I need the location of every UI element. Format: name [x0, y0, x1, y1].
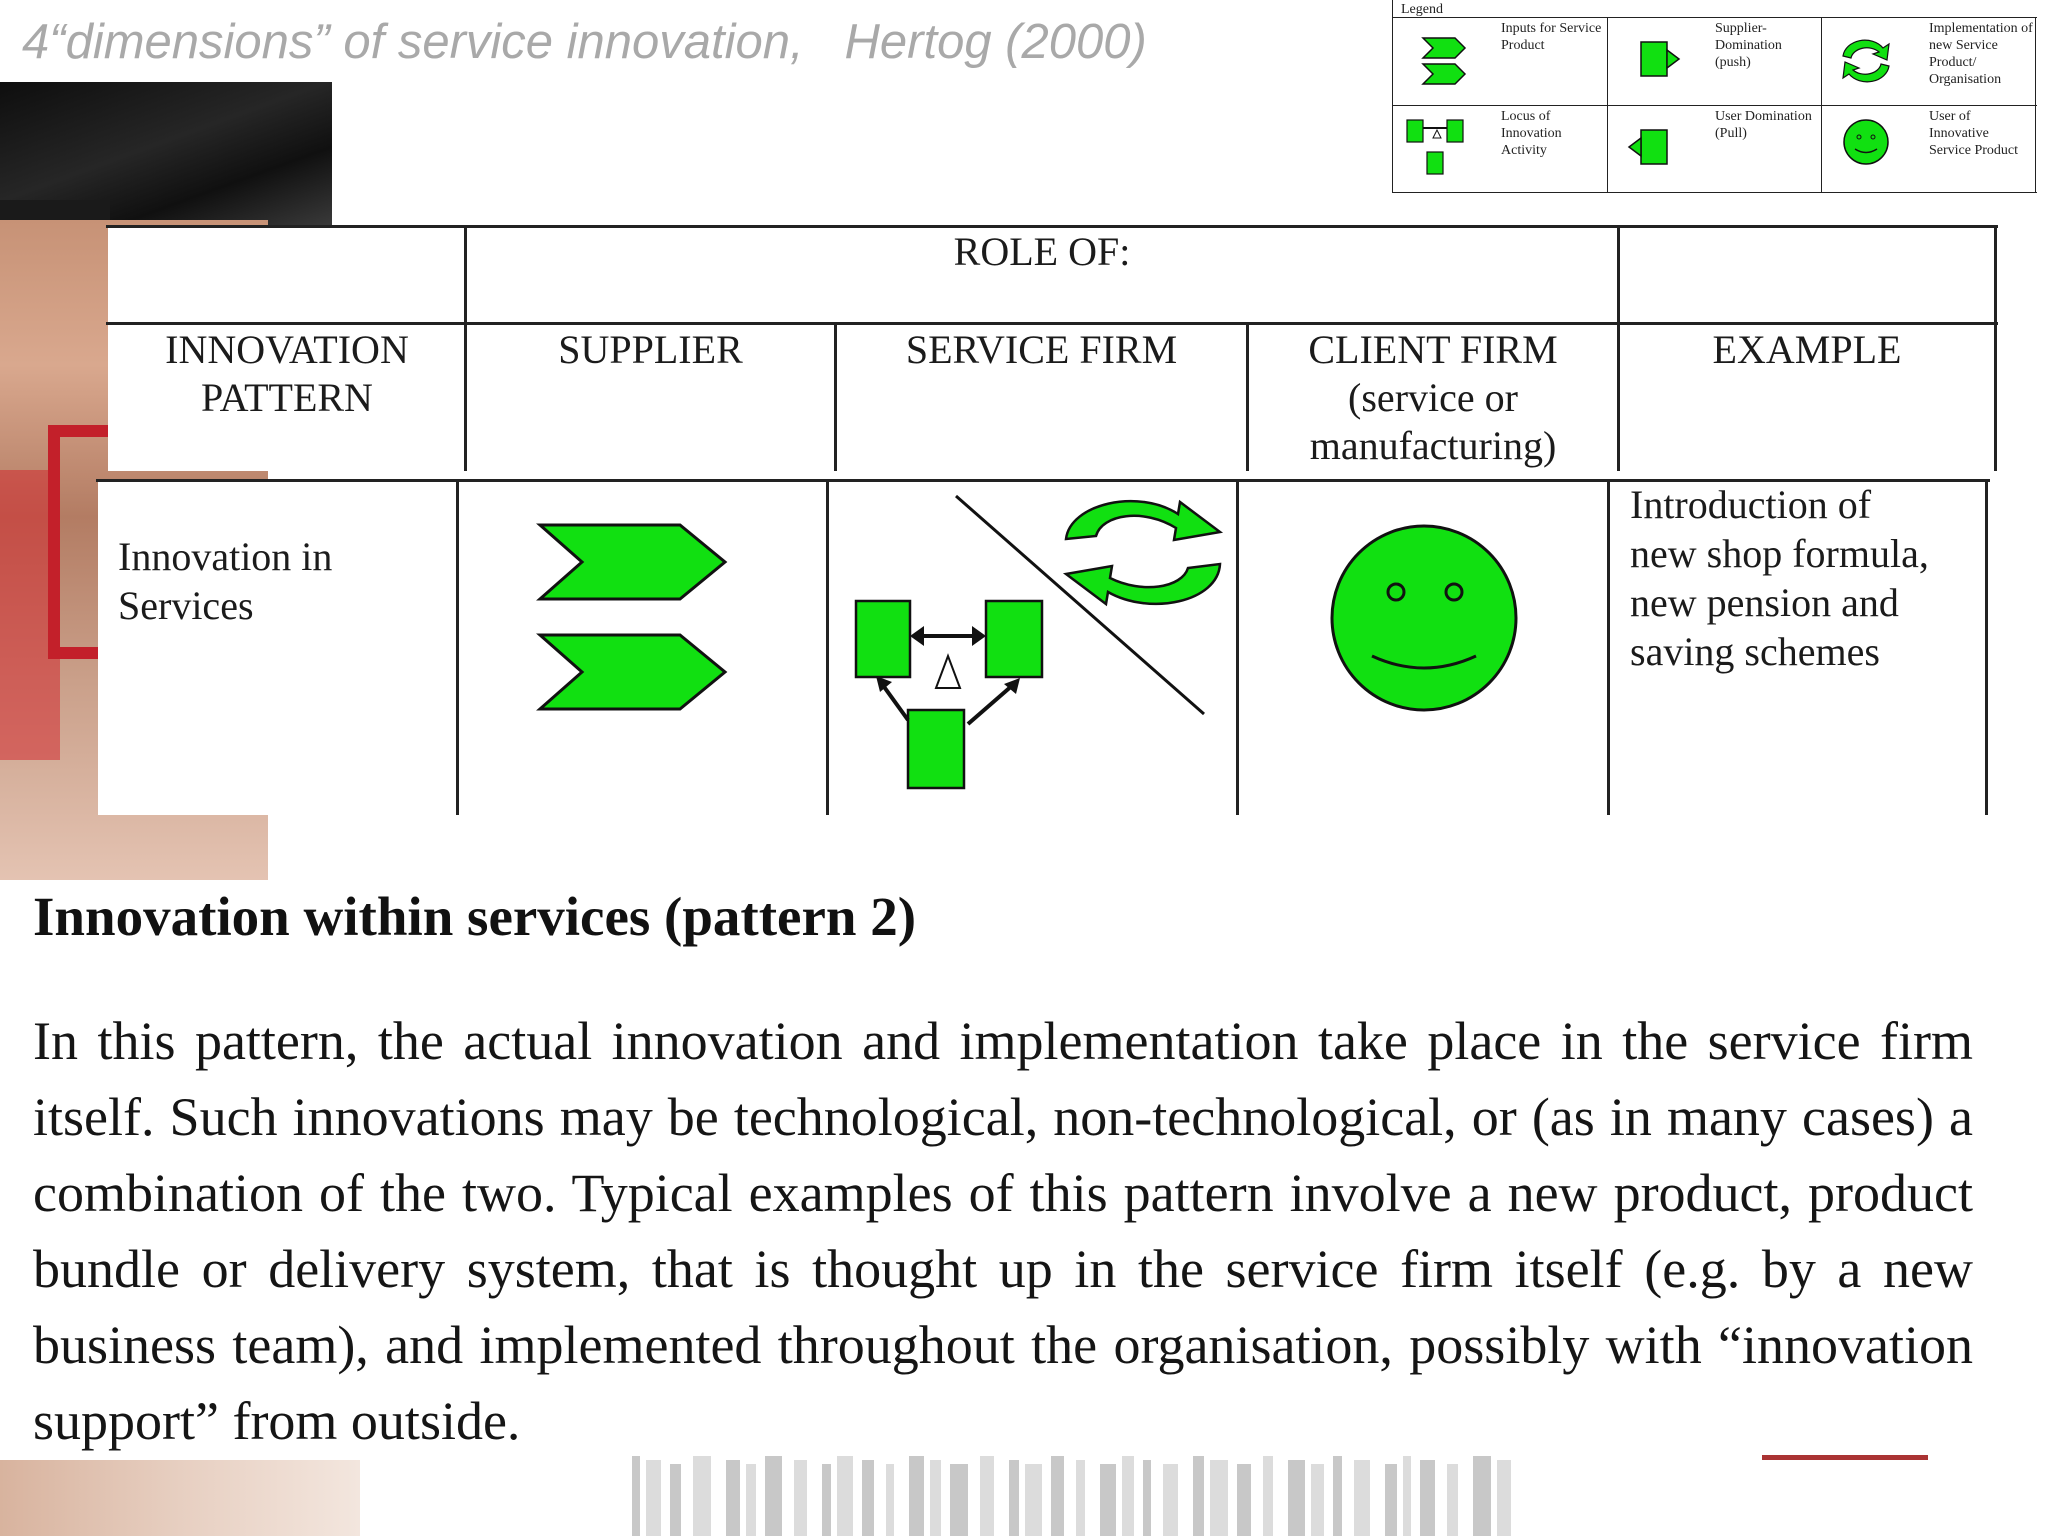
legend-label: User of Innovative Service Product: [1929, 109, 2019, 158]
slide-title: 4“dimensions” of service innovation, Her…: [22, 15, 1147, 69]
column-header-pattern: INNOVATION PATTERN: [165, 327, 409, 420]
diagonal-separator-line: [955, 494, 1205, 716]
table-border: [1246, 322, 1249, 471]
legend-title: Legend: [1401, 2, 1443, 17]
legend-item-inputs: Inputs for Service Product: [1393, 18, 1608, 105]
table-border: [826, 479, 829, 815]
column-header-example: EXAMPLE: [1712, 327, 1902, 372]
cycle-arrows-icon: [1062, 499, 1224, 607]
legend-label: User Domination (Pull): [1715, 109, 1812, 141]
decorative-stripe-pattern: [632, 1456, 1511, 1536]
table-border: [1236, 479, 1239, 815]
table-border: [464, 225, 467, 471]
table-border: [1985, 479, 1988, 815]
double-chevron-icon: [1421, 37, 1467, 85]
push-arrow-icon: [1640, 41, 1681, 77]
legend-label: Implementation of new Service Product/ O…: [1929, 21, 2033, 87]
role-of-header: ROLE OF:: [953, 229, 1131, 274]
section-heading: Innovation within services (pattern 2): [33, 886, 917, 947]
column-header-supplier: SUPPLIER: [558, 327, 743, 372]
legend-label: Locus of Innovation Activity: [1501, 109, 1562, 158]
legend-divider: [1393, 17, 2037, 18]
table-border: [96, 479, 1990, 482]
row-pattern-label: Innovation in Services: [118, 534, 333, 628]
background-photo-chin: [0, 1460, 360, 1536]
legend-item-implementation: Implementation of new Service Product/ O…: [1821, 18, 2036, 105]
pull-arrow-icon: [1627, 129, 1668, 165]
row-example-text: Introduction of new shop formula, new pe…: [1630, 482, 1929, 674]
legend-label: Supplier- Domination (push): [1715, 21, 1782, 70]
table-border: [834, 322, 837, 471]
column-header-service-firm: SERVICE FIRM: [905, 327, 1178, 372]
background-photo-red-frame: [48, 425, 122, 659]
legend-item-locus: Locus of Innovation Activity: [1393, 106, 1608, 193]
smiley-icon: [1330, 524, 1518, 712]
decorative-red-line: [1762, 1455, 1928, 1460]
section-paragraph: In this pattern, the actual innovation a…: [33, 1011, 1973, 1451]
table-border: [106, 322, 1998, 325]
service-firm-diagram: [854, 494, 1224, 790]
table-border: [456, 479, 459, 815]
legend-box: Legend Inputs for Service Product Suppli…: [1392, 0, 2037, 193]
triangle-network-icon: [854, 599, 1044, 790]
table-border: [1617, 225, 1620, 471]
cycle-arrows-icon: [1842, 39, 1890, 83]
legend-item-user: User of Innovative Service Product: [1821, 106, 2036, 193]
table-border: [1994, 225, 1997, 471]
triangle-network-icon: [1406, 119, 1464, 175]
double-chevron-icon: [536, 523, 728, 711]
legend-divider: [1393, 105, 2037, 106]
table-border: [106, 225, 1998, 228]
legend-item-supplier-push: Supplier- Domination (push): [1607, 18, 1822, 105]
column-header-client-firm: CLIENT FIRM (service or manufacturing): [1308, 327, 1558, 468]
table-border: [1607, 479, 1610, 815]
legend-item-user-pull: User Domination (Pull): [1607, 106, 1822, 193]
smiley-icon: [1843, 119, 1889, 165]
legend-label: Inputs for Service Product: [1501, 21, 1602, 53]
